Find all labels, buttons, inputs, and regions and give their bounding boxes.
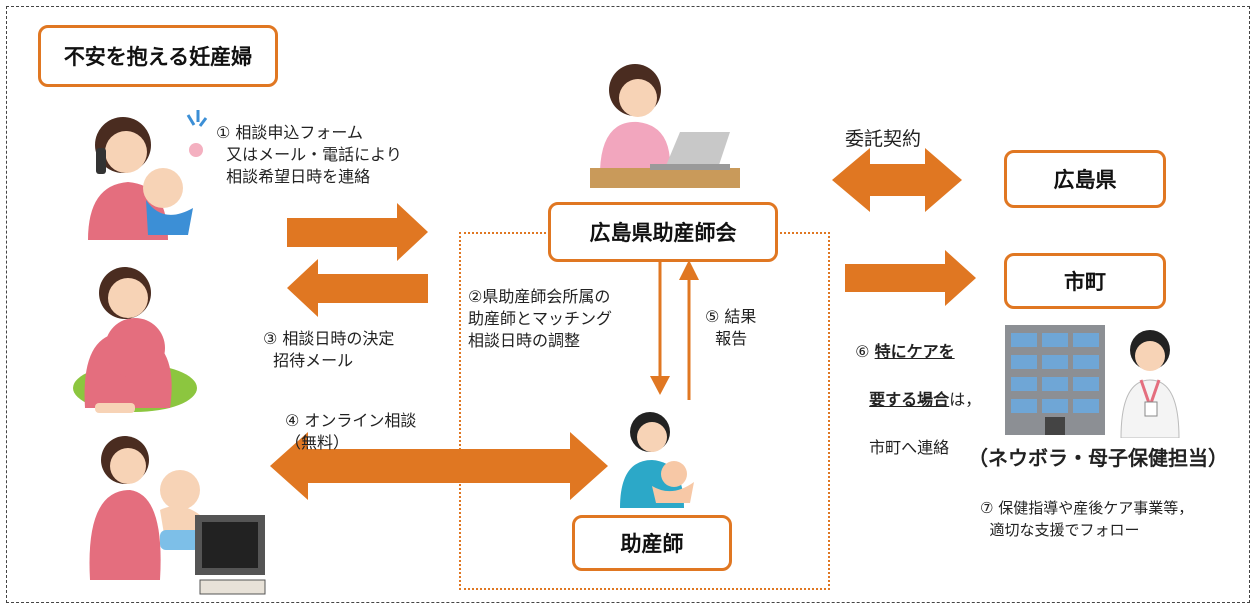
municipality-box: 市町 [1004, 253, 1166, 309]
pregnant-woman-illustration [73, 267, 197, 413]
step6-suffix: は， [949, 390, 982, 409]
mother-baby-computer-illustration [89, 436, 266, 595]
association-box: 広島県助産師会 [548, 202, 778, 262]
arrow-online-consult [270, 432, 608, 500]
step2-text: ②県助産師会所属の 助産師とマッチング 相談日時の調整 [468, 287, 613, 350]
building-illustration [1005, 325, 1105, 435]
step7-text: ⑦ 保健指導や産後ケア事業等， 適切な支援でフォロー [980, 499, 1194, 539]
prefecture-label: 広島県 [1053, 168, 1117, 192]
arrow-contract [832, 148, 962, 212]
step6-prefix: ⑥ [855, 342, 875, 361]
step1-text: ① 相談申込フォーム 又はメール・電話により 相談希望日時を連絡 [216, 123, 402, 186]
step5-text: ⑤ 結果 報告 [705, 307, 757, 348]
association-label: 広島県助産師会 [589, 221, 737, 245]
title-label: 不安を抱える妊産婦 [63, 45, 253, 69]
arrow-result-report [679, 260, 699, 280]
step6-text: ⑥ 特にケアを 要する場合は， 市町へ連絡 [845, 316, 981, 460]
step6-underline-1: 特にケアを [874, 342, 955, 361]
step6-line3: 市町へ連絡 [869, 438, 950, 457]
arrow-matching [650, 376, 670, 395]
department-label: （ネウボラ・母子保健担当） [968, 446, 1228, 470]
diagram-frame [6, 6, 1250, 603]
arrow-request [287, 203, 428, 261]
midwife-label: 助産師 [620, 532, 684, 556]
step4-text: ④ オンライン相談 （無料） [285, 411, 417, 452]
step6-underline-2: 要する場合 [869, 390, 950, 409]
mother-phone-illustration [68, 100, 208, 240]
arrow-invite [287, 259, 428, 317]
step3-text: ③ 相談日時の決定 招待メール [263, 329, 395, 370]
prefecture-box: 広島県 [1004, 150, 1166, 208]
midwife-box: 助産師 [572, 515, 732, 571]
laptop-woman-illustration [590, 64, 740, 188]
contract-label: 委託契約 [845, 128, 922, 150]
health-worker-illustration [1120, 330, 1180, 438]
arrow-report-municipality [845, 250, 976, 306]
midwife-baby-illustration [620, 412, 694, 508]
municipality-label: 市町 [1064, 270, 1106, 294]
title-box: 不安を抱える妊産婦 [38, 25, 278, 87]
